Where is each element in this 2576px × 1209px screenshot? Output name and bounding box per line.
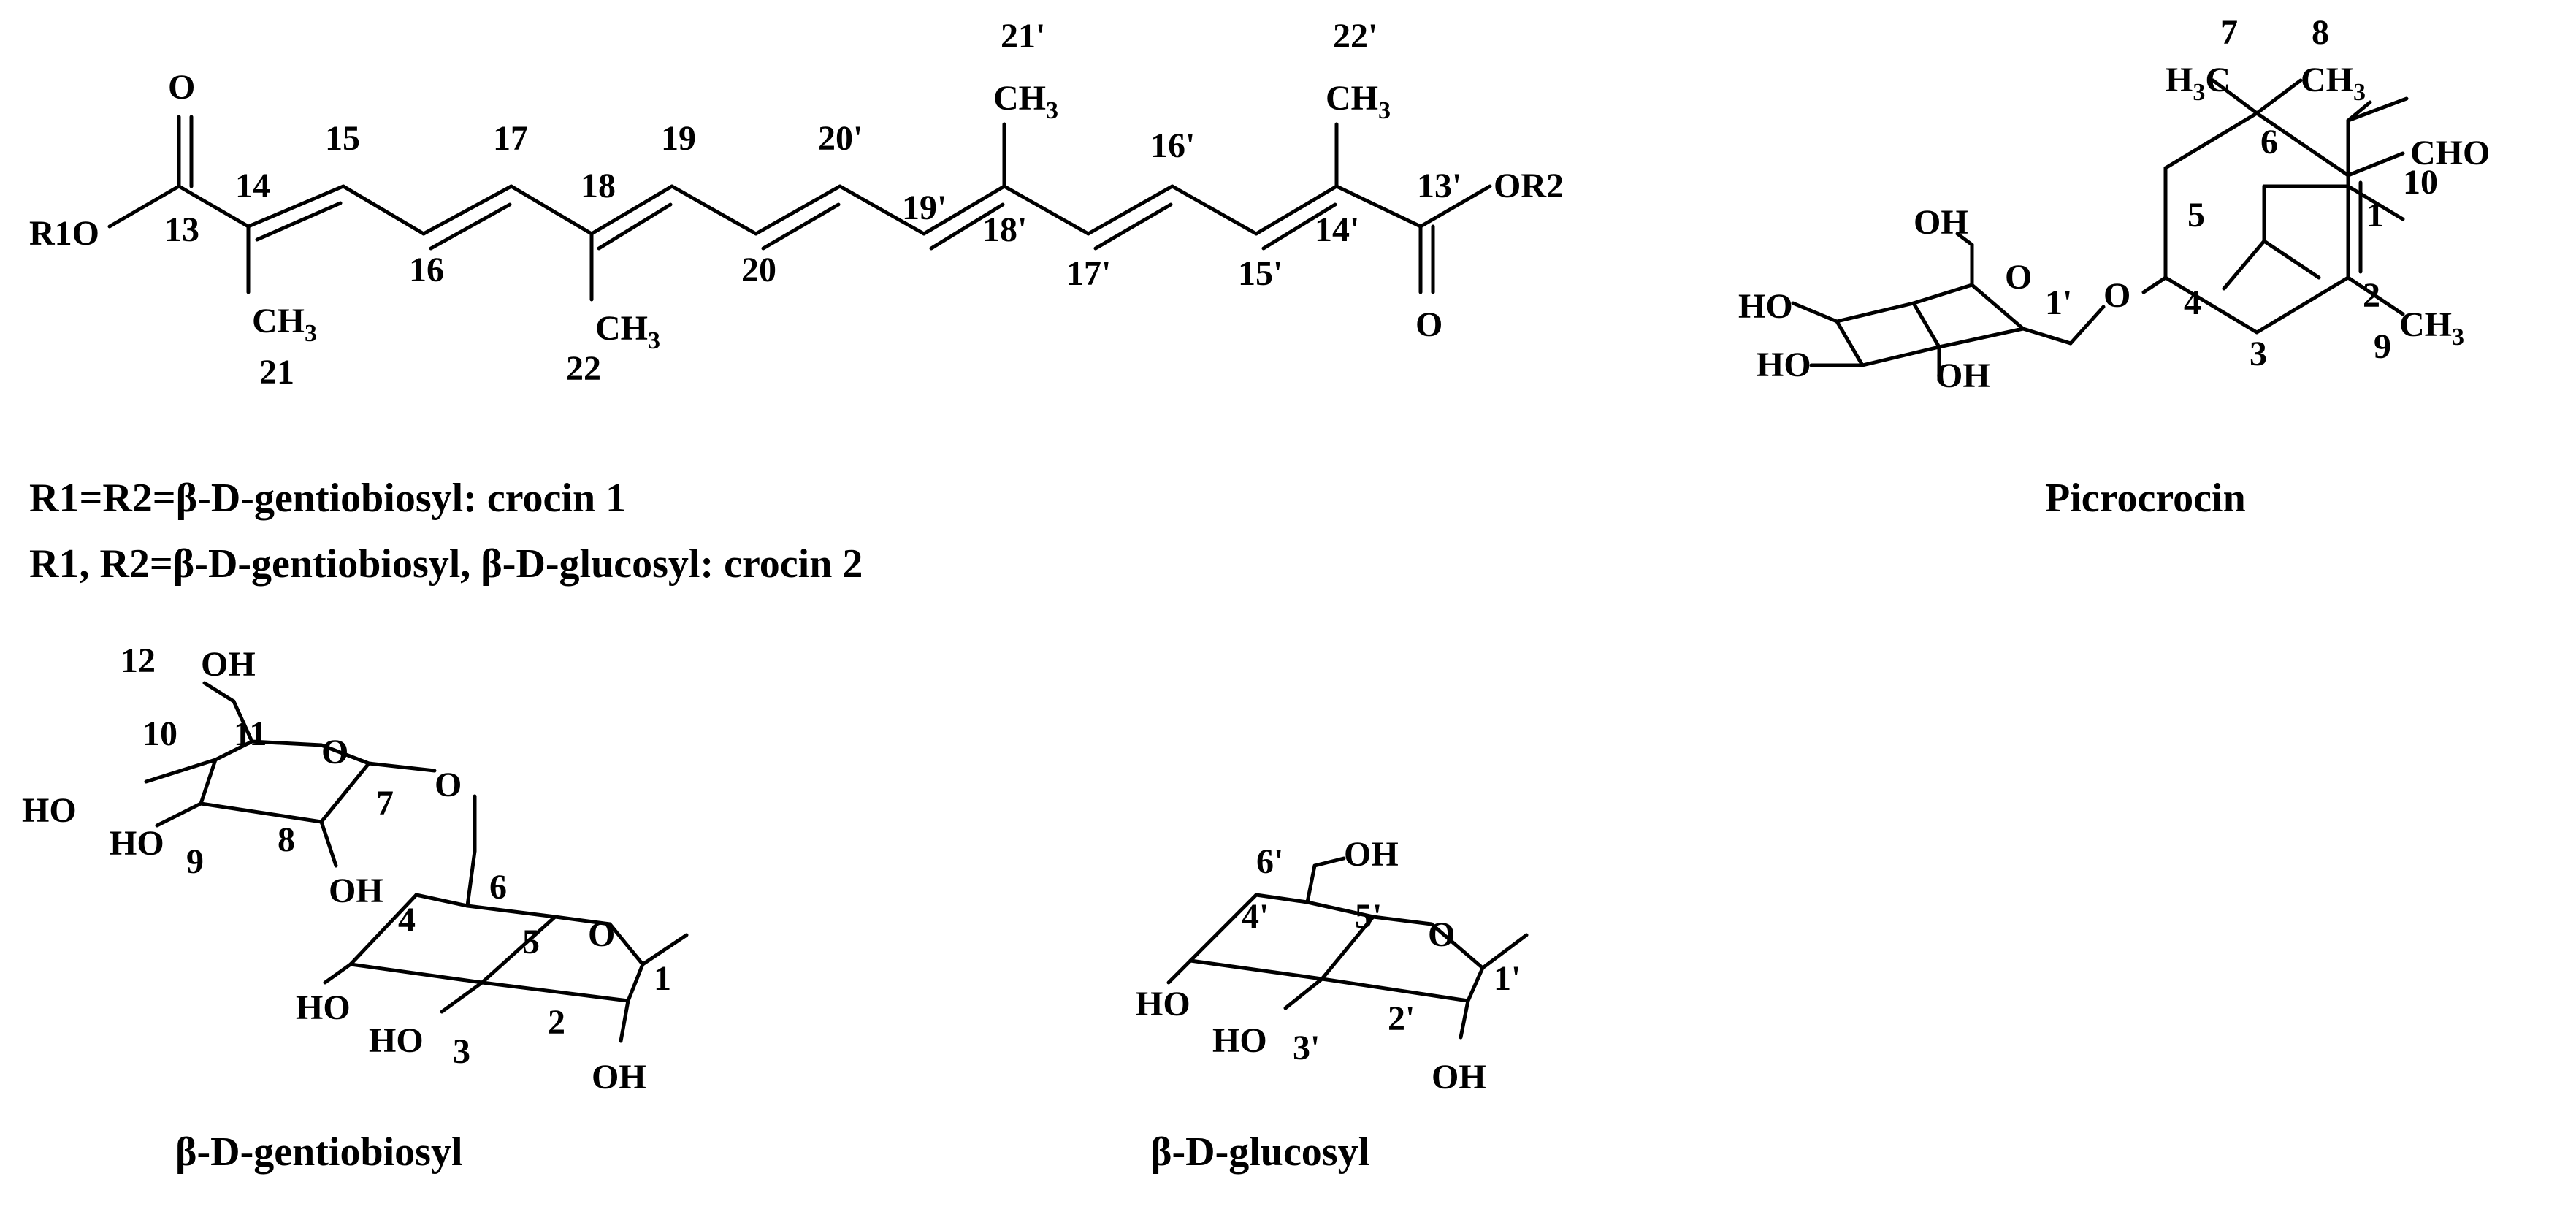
crocin-caption-line1: R1=R2=β-D-gentiobiosyl: crocin 1 (29, 476, 626, 521)
gluco-c4p-number: 4' (1242, 897, 1269, 936)
crocin-right-carbonyl-o: O (1415, 305, 1442, 344)
gentio-c1-number: 1 (654, 959, 671, 998)
gentio-c11-number: 11 (234, 714, 267, 753)
gentio-c5-number: 5 (522, 923, 540, 961)
crocin-c13-number: 13 (164, 210, 199, 249)
picro-ch3-ring-label: CH3 (2399, 305, 2464, 351)
gentio-c9-number: 9 (186, 842, 204, 881)
picrocrocin-caption: Picrocrocin (2045, 476, 2246, 521)
gentio-upper-ring-o: O (321, 733, 348, 771)
crocin-c21p-number: 21' (1001, 17, 1045, 56)
picro-ho-c3-label: HO (1757, 346, 1811, 384)
crocin-c21-methyl: CH3 (252, 302, 317, 347)
crocin-c15p-number: 15' (1238, 254, 1283, 293)
picro-ho-c4-label: HO (1738, 287, 1793, 326)
picro-oh-c2-label: OH (1935, 356, 1990, 395)
crocin-c13p-number: 13' (1417, 167, 1461, 205)
crocin-c14p-number: 14' (1315, 210, 1359, 249)
crocin-r1o-label: R1O (29, 214, 99, 253)
crocin-c18-number: 18 (581, 167, 616, 205)
gentio-ho-c10-label: HO (22, 791, 77, 830)
picro-c10-number: 10 (2403, 163, 2438, 202)
gentio-c2-number: 2 (548, 1003, 565, 1042)
crocin-left-carbonyl-o: O (168, 68, 195, 107)
gluco-c1p-number: 1' (1494, 959, 1521, 998)
gentio-oh-c8-label: OH (329, 872, 383, 910)
glucosyl-structure: 6' OH 4' 5' O 1' HO HO 3' 2' OH β-D-gluc… (1136, 835, 1529, 1175)
gentio-c10-number: 10 (142, 714, 177, 753)
crocin-or2-label: OR2 (1494, 167, 1564, 205)
picro-c8-number: 8 (2312, 13, 2329, 52)
gluco-oh-c6-label: OH (1344, 835, 1399, 874)
gentio-ho-c9-label: HO (110, 824, 164, 863)
crocin-c18p-number: 18' (982, 210, 1027, 249)
gluco-c2p-number: 2' (1388, 999, 1415, 1038)
gentio-c4-number: 4 (398, 901, 416, 939)
crocin-c21p-methyl: CH3 (993, 79, 1058, 124)
gentio-oh-c2-label: OH (592, 1058, 646, 1097)
crocin-c20-number: 20 (741, 251, 776, 289)
gentio-c12-number: 12 (121, 641, 156, 680)
gentiobiosyl-caption: β-D-gentiobiosyl (175, 1129, 463, 1175)
crocin-c21-number: 21 (259, 353, 294, 392)
picro-c5-number: 5 (2187, 196, 2205, 234)
glucosyl-caption: β-D-glucosyl (1150, 1129, 1369, 1175)
gentio-bridge-o: O (435, 766, 462, 804)
gluco-c6p-number: 6' (1256, 842, 1283, 881)
crocin-c22-number: 22 (566, 349, 601, 388)
crocin-c22p-methyl: CH3 (1326, 79, 1391, 124)
picro-c4-number: 4 (2184, 283, 2201, 322)
crocin-c19-number: 19 (661, 119, 696, 158)
picro-glycosidic-o: O (2103, 276, 2130, 315)
gentio-oh-c12-label: OH (201, 645, 256, 684)
picro-h3c-label: H3C (2166, 61, 2231, 106)
gluco-c5p-number: 5' (1355, 897, 1382, 936)
crocin-c15-number: 15 (325, 119, 360, 158)
crocin-c16p-number: 16' (1150, 126, 1195, 165)
gentio-c8-number: 8 (278, 820, 295, 859)
crocin-c22-methyl: CH3 (595, 309, 660, 354)
gentio-lower-ring-o: O (588, 915, 615, 954)
gluco-oh-c2-label: OH (1432, 1058, 1486, 1097)
crocin-c19p-number: 19' (902, 188, 947, 227)
gluco-ring-o: O (1428, 915, 1455, 954)
picro-c3-number: 3 (2250, 335, 2267, 373)
gentio-ho-c3-label: HO (369, 1021, 424, 1060)
picrocrocin-structure: 7 8 H3C CH3 6 CHO 10 1 5 2 CH3 9 4 3 O 1… (1738, 13, 2490, 521)
crocin-c16-number: 16 (409, 251, 444, 289)
crocin-c17-number: 17 (493, 119, 528, 158)
crocin-c20p-number: 20' (818, 119, 863, 158)
picro-c6-number: 6 (2260, 123, 2278, 161)
crocin-c22p-number: 22' (1333, 17, 1377, 56)
gentiobiosyl-structure: 12 OH 10 11 O O HO HO 9 8 7 OH 6 4 5 O 1… (22, 641, 689, 1175)
picro-c1-number: 1 (2366, 196, 2384, 234)
crocin-caption-line2: R1, R2=β-D-gentiobiosyl, β-D-glucosyl: c… (29, 541, 863, 587)
crocin-c14-number: 14 (235, 167, 270, 205)
picro-oh-c6-label: OH (1914, 203, 1968, 242)
crocin-c17p-number: 17' (1066, 254, 1111, 293)
picro-ch3-top-label: CH3 (2301, 61, 2366, 106)
picro-cho-label: CHO (2410, 134, 2490, 172)
gentio-c3-number: 3 (453, 1032, 470, 1071)
gluco-ho-c4-label: HO (1136, 985, 1190, 1023)
picro-c2-number: 2 (2363, 276, 2380, 315)
crocin-structure: O R1O 13 14 15 16 17 18 19 20 20' 19' 18… (29, 17, 1564, 587)
picro-c9-number: 9 (2374, 327, 2391, 366)
picro-c7-number: 7 (2220, 13, 2238, 52)
gluco-ho-c3-label: HO (1212, 1021, 1267, 1060)
gentio-ho-c4-label: HO (296, 988, 351, 1027)
gentio-c7-number: 7 (376, 784, 394, 823)
picro-ring-o: O (2005, 258, 2032, 297)
picro-c1p-number: 1' (2045, 283, 2072, 322)
gentio-c6-number: 6 (489, 868, 507, 907)
gluco-c3p-number: 3' (1293, 1029, 1320, 1067)
